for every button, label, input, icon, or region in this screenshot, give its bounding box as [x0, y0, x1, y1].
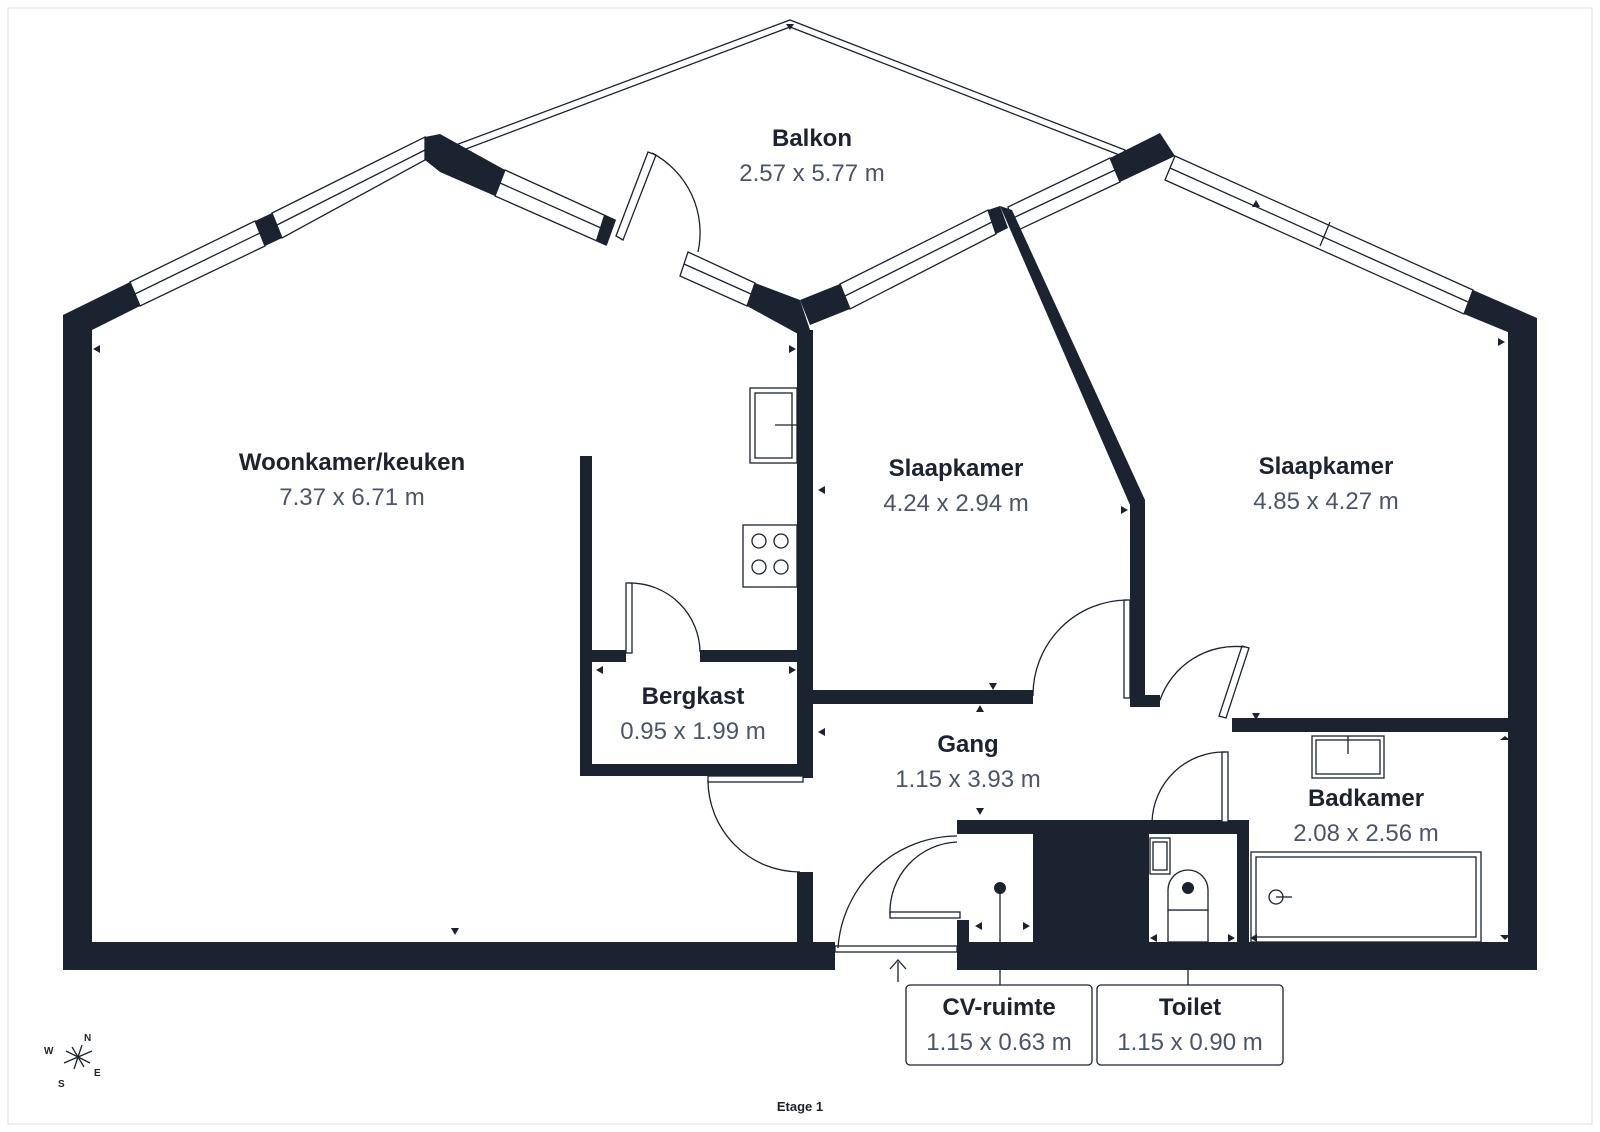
compass-south: S [58, 1079, 65, 1090]
balcony-door[interactable] [615, 151, 657, 241]
compass-north: N [84, 1033, 91, 1044]
floor-label: Etage 1 [777, 1099, 823, 1114]
room-dimensions: 4.85 x 4.27 m [1253, 488, 1398, 515]
outer-walls [63, 133, 1537, 970]
room-woonkamer: Woonkamer/keuken 7.37 x 6.71 m [239, 449, 465, 511]
room-name: CV-ruimte [942, 994, 1055, 1021]
toilet-icon [1167, 869, 1209, 943]
woonkamer-door[interactable] [707, 775, 804, 783]
room-slaapkamer-1: Slaapkamer 4.24 x 2.94 m [883, 455, 1028, 517]
toilet-sink-icon [1149, 837, 1171, 875]
room-dimensions: 1.15 x 3.93 m [895, 766, 1040, 793]
room-name: Badkamer [1308, 785, 1424, 812]
room-name: Toilet [1159, 994, 1221, 1021]
toilet-label-box [1096, 984, 1284, 1066]
slaapkamer-2-door[interactable] [1218, 645, 1250, 719]
room-dimensions: 0.95 x 1.99 m [620, 718, 765, 745]
entrance-door[interactable] [834, 945, 958, 953]
slaapkamer-1-door[interactable] [1123, 599, 1131, 699]
badkamer-door[interactable] [1221, 751, 1229, 823]
room-bergkast: Bergkast 0.95 x 1.99 m [620, 683, 765, 745]
room-toilet: Toilet 1.15 x 0.90 m [1117, 994, 1262, 1056]
compass-east: E [94, 1068, 101, 1079]
cv-ruimte-label-box [905, 984, 1093, 1066]
room-cv-ruimte: CV-ruimte 1.15 x 0.63 m [926, 994, 1071, 1056]
room-name: Woonkamer/keuken [239, 449, 465, 476]
entrance-arrow-icon [889, 959, 907, 982]
cooktop-icon [742, 524, 798, 588]
room-dimensions: 7.37 x 6.71 m [279, 484, 424, 511]
bathtub-icon [1250, 851, 1482, 943]
kitchen-sink-icon [749, 387, 798, 464]
room-name: Slaapkamer [889, 455, 1024, 482]
boiler-icon [994, 882, 1006, 942]
room-name: Slaapkamer [1259, 453, 1394, 480]
room-dimensions: 2.57 x 5.77 m [739, 160, 884, 187]
room-dimensions: 1.15 x 0.90 m [1117, 1029, 1262, 1056]
page-border [7, 7, 1593, 1125]
room-balkon: Balkon 2.57 x 5.77 m [739, 125, 884, 187]
room-dimensions: 1.15 x 0.63 m [926, 1029, 1071, 1056]
compass-west: W [44, 1046, 54, 1057]
room-name: Gang [937, 731, 998, 758]
room-badkamer: Badkamer 2.08 x 2.56 m [1293, 785, 1438, 847]
room-name: Bergkast [642, 683, 745, 710]
room-slaapkamer-2: Slaapkamer 4.85 x 4.27 m [1253, 453, 1398, 515]
room-dimensions: 4.24 x 2.94 m [883, 490, 1028, 517]
dimension-markers [93, 24, 1510, 942]
doors [615, 151, 1250, 953]
room-gang: Gang 1.15 x 3.93 m [895, 731, 1040, 793]
bathroom-sink-icon [1311, 735, 1385, 779]
room-name: Balkon [772, 125, 852, 152]
bergkast-door[interactable] [625, 582, 633, 654]
room-dimensions: 2.08 x 2.56 m [1293, 820, 1438, 847]
fixtures [742, 387, 1482, 943]
cv-door[interactable] [889, 911, 961, 919]
compass-icon: N E S W [44, 1033, 101, 1090]
